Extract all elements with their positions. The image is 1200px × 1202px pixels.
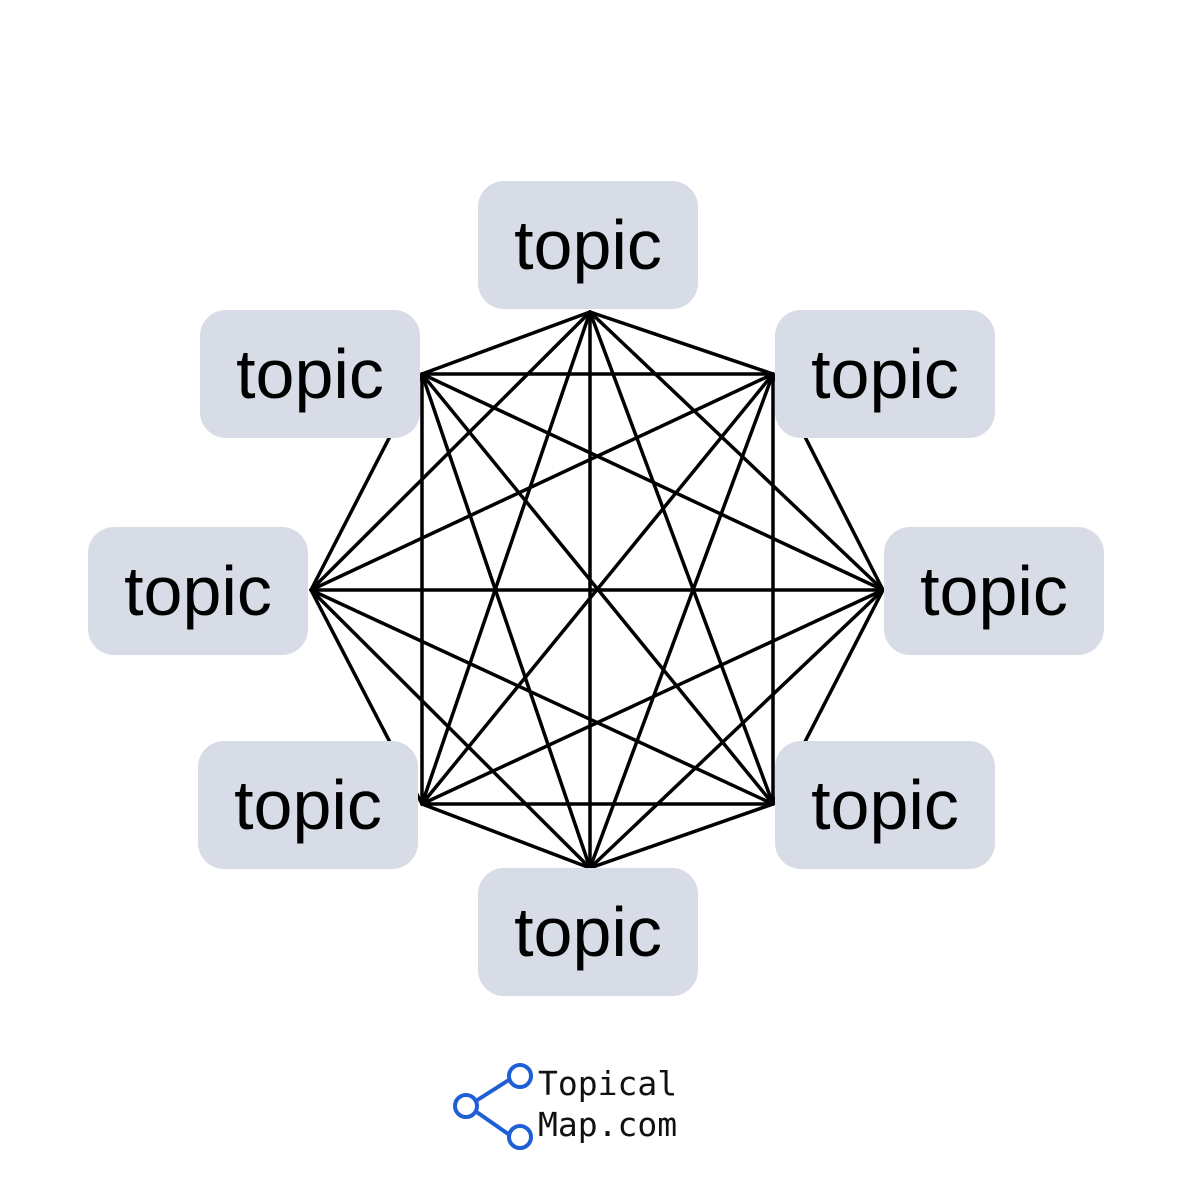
edge-bottom-right-to-left [309,588,775,806]
edge-top-to-top-right [588,310,775,376]
topic-node-top-right[interactable]: topic [775,310,995,438]
topic-node-right[interactable]: topic [884,527,1104,655]
edge-bottom-right-to-bottom [588,802,775,870]
edge-bottom-right-to-top-left [420,372,775,806]
edge-bottom-to-top-left [420,372,592,870]
edge-top-to-bottom-left [420,310,592,806]
edge-right-to-bottom-left [420,588,885,806]
edge-top-right-to-bottom [588,372,775,870]
edge-bottom-to-bottom-left [420,802,592,870]
logo-text-topical: Topical [538,1064,678,1103]
topic-node-top-left[interactable]: topic [200,310,420,438]
edge-top-right-to-left [309,372,775,592]
logo-text-mapcom: Map.com [538,1105,678,1144]
edge-right-to-bottom [588,588,885,870]
edge-top-to-right [588,310,885,592]
topicalmap-logo[interactable]: Topical Map.com [452,1058,752,1158]
topic-node-bottom-left[interactable]: topic [198,741,418,869]
edge-top-to-left [309,310,592,592]
topic-node-bottom[interactable]: topic [478,868,698,996]
edge-bottom-to-left [309,588,592,870]
edge-right-to-top-left [420,372,885,592]
topic-node-top[interactable]: topic [478,181,698,309]
edge-top-to-top-left [420,310,592,376]
share-network-icon [453,1063,533,1150]
topic-node-bottom-right[interactable]: topic [775,741,995,869]
topic-node-left[interactable]: topic [88,527,308,655]
